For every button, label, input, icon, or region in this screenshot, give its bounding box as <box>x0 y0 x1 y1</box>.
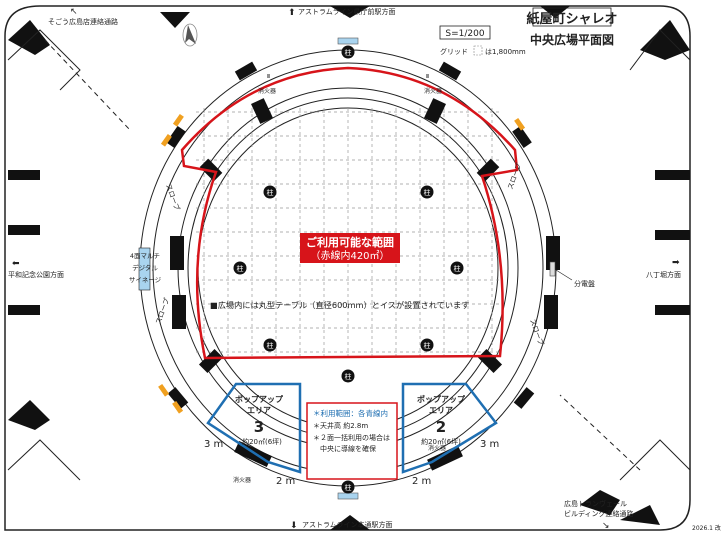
orange-markers <box>158 113 526 414</box>
popup-note-2: ＊天井高 約2.8m <box>313 421 368 430</box>
slope-label: スロープ <box>506 162 523 191</box>
popup-note-3: ＊２面一括利用の場合は <box>313 433 390 442</box>
pillar <box>263 338 277 352</box>
popup2-dim-bottom: 2 m <box>412 476 431 487</box>
extinguisher-label: 消火器 <box>258 87 276 95</box>
pillar <box>420 338 434 352</box>
northwest-arrow-icon: ↖ <box>70 7 78 17</box>
popup2-label-2: エリア <box>429 406 453 415</box>
direction-east: 八丁堀方面 <box>646 270 681 279</box>
surrounding-buildings <box>8 6 690 530</box>
extinguisher-mark: Ⅲ <box>267 74 270 80</box>
pillars: 柱柱柱柱柱柱柱柱柱 <box>233 45 464 494</box>
pillar <box>341 369 355 383</box>
pillar-label: 柱 <box>345 483 352 492</box>
popup3-size: 約20㎡(6坪) <box>242 437 282 446</box>
popup3-number: 3 <box>254 418 264 436</box>
pillar <box>341 45 355 59</box>
table-note: ■広場内には丸型テーブル（直径600mm）とイスが設置されています <box>210 300 469 310</box>
popup2-size: 約20㎡(6坪) <box>421 437 461 446</box>
signage-label-2: デジタル <box>132 263 158 272</box>
direction-south: アストラムライン本通駅方面 <box>302 520 392 529</box>
usable-area-label-box <box>300 233 400 263</box>
popup-note-box <box>306 402 398 480</box>
direction-northwest: そごう広島店連絡通路 <box>48 17 118 26</box>
grid-cell-icon <box>473 45 483 56</box>
pillar-label: 柱 <box>345 372 352 381</box>
extinguisher-label: 消火器 <box>233 476 251 484</box>
direction-west: 平和記念公園方面 <box>8 270 64 279</box>
building-outlines <box>7 29 691 481</box>
popup3-dim-side: 3 m <box>204 439 223 450</box>
extinguisher-label: 消火器 <box>424 87 442 95</box>
extinguisher-mark: Ⅲ <box>426 74 429 80</box>
pillar-label: 柱 <box>424 188 431 197</box>
brand-box <box>532 7 612 27</box>
usable-area-title: ご利用可能な範囲 <box>306 235 394 249</box>
digital-signage <box>138 247 151 291</box>
pillar <box>263 185 277 199</box>
scale-box <box>439 25 491 40</box>
plan-frame <box>4 5 691 531</box>
usable-area-boundary <box>180 66 519 360</box>
pillar <box>233 261 247 275</box>
top-marker <box>337 37 359 45</box>
panel-label: 分電盤 <box>574 279 595 288</box>
signage-label-1: 4面マルチ <box>130 252 160 260</box>
grid-note-prefix: グリッド <box>440 47 468 56</box>
pillar <box>341 480 355 494</box>
usable-area-size: （赤線内420㎡） <box>310 249 389 262</box>
grid-note-suffix: は1,800mm <box>485 48 526 56</box>
popup3-dim-bottom: 2 m <box>276 476 295 487</box>
scale-label: S=1/200 <box>445 29 484 39</box>
popup2-label-1: ポップアップ <box>417 394 466 404</box>
southeast-arrow-icon: ↘ <box>602 521 610 531</box>
direction-southeast-1: 広島トランヴェール <box>564 499 627 508</box>
south-arrow-icon: ⬇ <box>290 521 298 531</box>
pillar-label: 柱 <box>345 48 352 57</box>
pillar-label: 柱 <box>267 341 274 350</box>
popup3-label-1: ポップアップ <box>235 394 284 404</box>
distribution-panel <box>549 261 556 277</box>
slope-label: スロープ <box>528 318 545 347</box>
west-arrow-icon: ⬅ <box>12 259 20 269</box>
pillar-label: 柱 <box>267 188 274 197</box>
pillar <box>450 261 464 275</box>
grid-lines <box>196 108 502 356</box>
popup2-dim-side: 3 m <box>480 439 499 450</box>
popup-area-3-outline <box>206 382 302 474</box>
pillar-label: 柱 <box>454 264 461 273</box>
panel-leader <box>555 269 573 281</box>
plan-title: 中央広場平面図 <box>530 32 614 47</box>
popup-note-4: 中央に導線を確保 <box>320 444 376 453</box>
pillar-label: 柱 <box>237 264 244 273</box>
slope-label: スロープ <box>164 183 181 212</box>
compass-icon <box>182 23 198 47</box>
revision-note: 2026.1 改 <box>692 524 721 532</box>
extinguisher-label: 消火器 <box>428 444 446 452</box>
popup2-number: 2 <box>436 418 446 436</box>
popup3-label-2: エリア <box>247 406 271 415</box>
pillar <box>420 185 434 199</box>
bottom-marker <box>337 492 359 500</box>
signage-label-3: サイネージ <box>129 276 162 284</box>
north-arrow-icon: ⬆ <box>288 8 296 18</box>
pillar-label: 柱 <box>424 341 431 350</box>
brand-name: 紙屋町シャレオ <box>526 11 617 27</box>
direction-north: アストラムライン県庁前駅方面 <box>298 7 395 16</box>
popup-note-1: ＊利用範囲：各青線内 <box>313 408 388 418</box>
direction-southeast-2: ビルディング連絡通路 <box>564 509 634 518</box>
east-arrow-icon: ➡ <box>672 258 680 268</box>
popup-area-2-outline <box>401 382 498 474</box>
